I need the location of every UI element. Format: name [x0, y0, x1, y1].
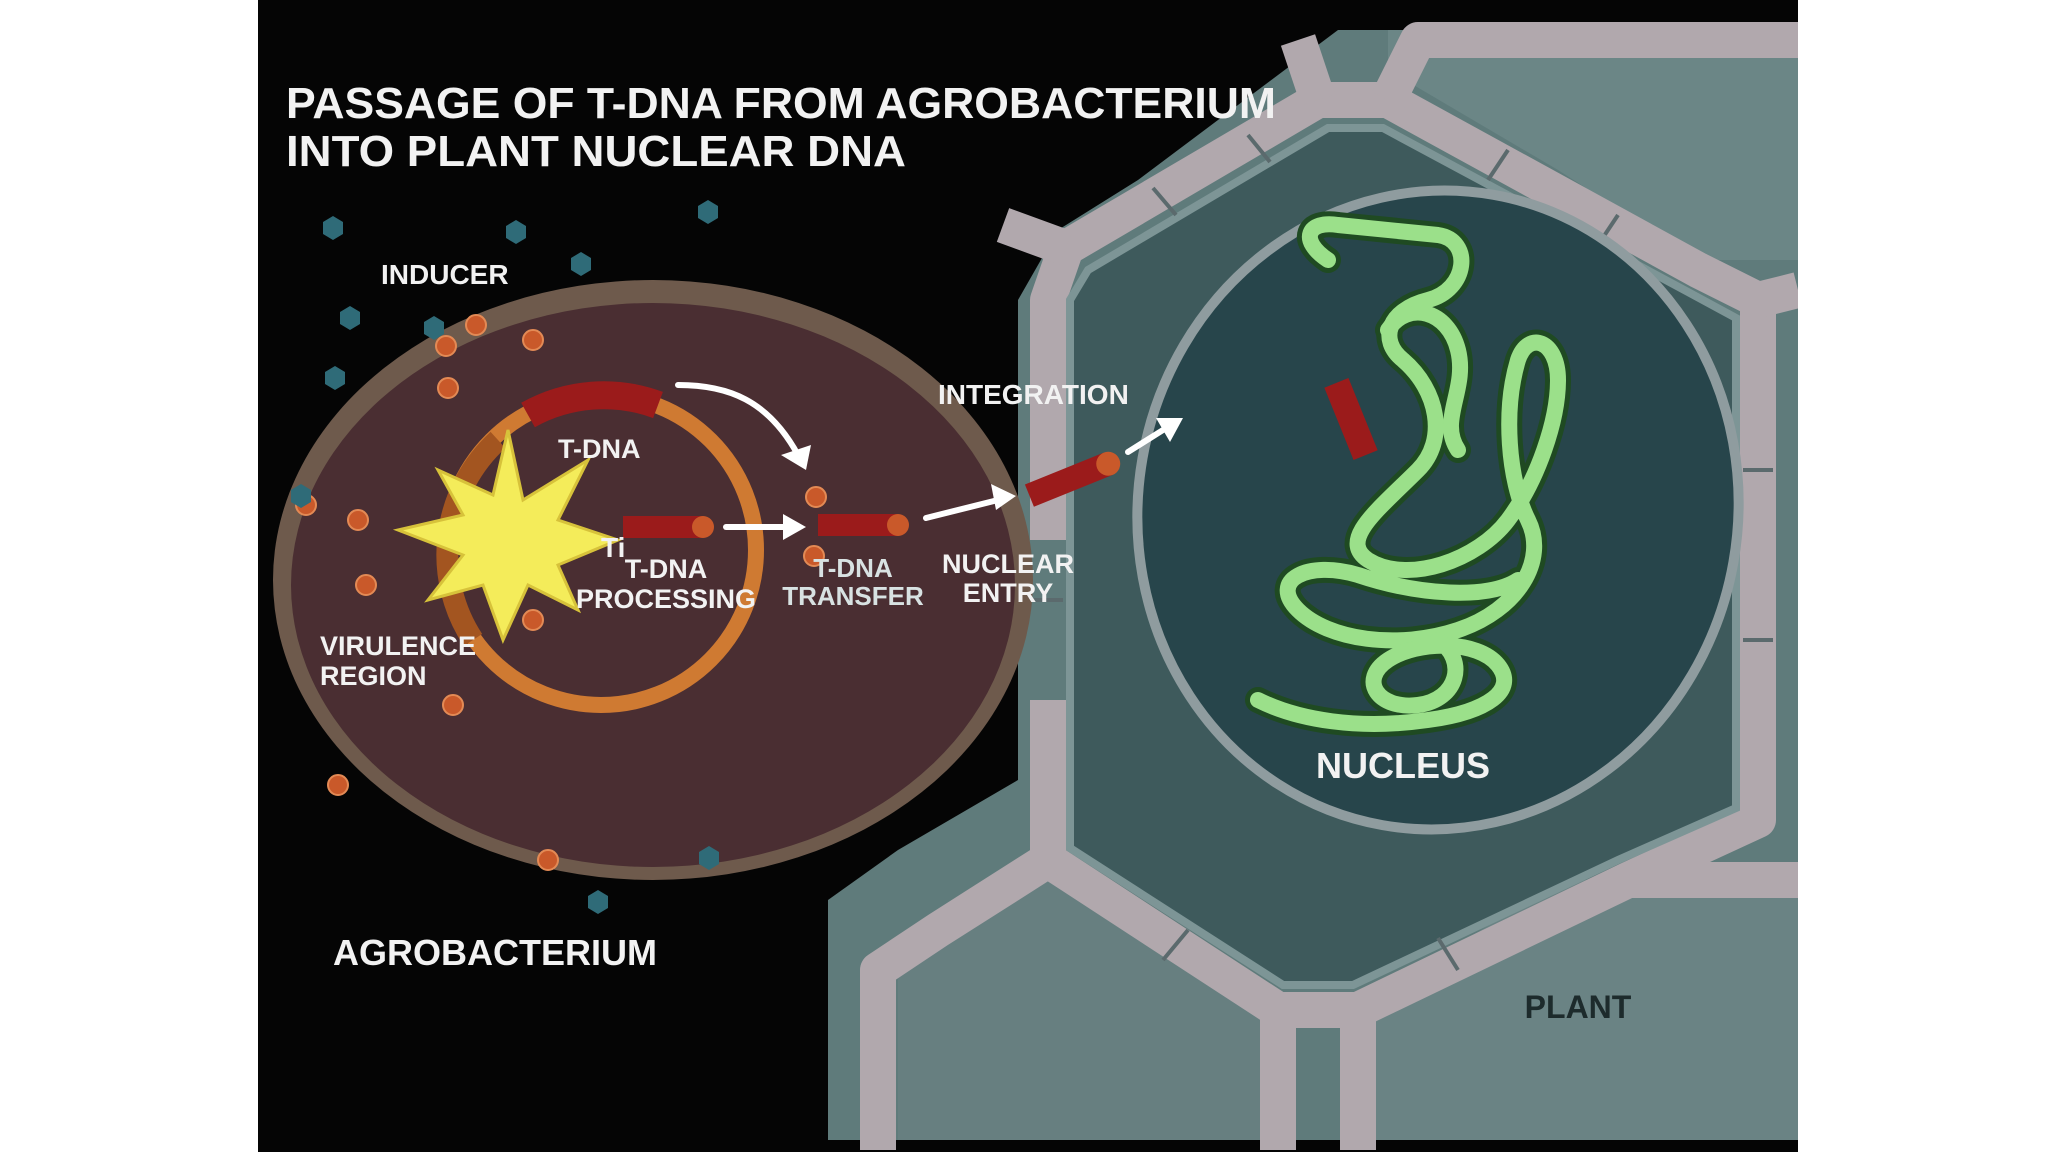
processing-label-line-2: PROCESSING — [576, 584, 756, 614]
plant-label: PLANT — [1525, 989, 1632, 1025]
tdna-transfer-diagram: PASSAGE OF T-DNA FROM AGROBACTERIUM INTO… — [273, 22, 1798, 1150]
lower-left-wall — [860, 844, 1058, 1150]
upper-wall-2 — [1371, 22, 1798, 109]
virulence-burst — [392, 429, 623, 644]
cell-walls — [860, 22, 1798, 1150]
upper-right-cell — [1388, 30, 1798, 260]
nucleus-envelope — [1132, 185, 1744, 835]
left-upper-wall — [996, 208, 1073, 265]
processed-tdna — [623, 516, 714, 538]
nuclear-entry-label-line-2: ENTRY — [963, 578, 1054, 608]
lower-left-cell — [898, 860, 1278, 1140]
integration-label: INTEGRATION — [938, 379, 1129, 410]
central-cell-wall — [1030, 82, 1776, 1028]
plant-tissue — [828, 22, 1798, 1150]
transfer-label-line-2: TRANSFER — [782, 581, 924, 611]
process-arrows — [675, 382, 1166, 530]
entering-tdna — [1024, 451, 1121, 507]
nuclear-entry-label-line-1: NUCLEAR — [942, 549, 1074, 579]
upper-wall — [1280, 34, 1336, 106]
arrow-heads — [781, 418, 1183, 540]
arrow-integration — [1125, 427, 1166, 455]
nucleus-label: NUCLEUS — [1316, 745, 1490, 786]
title-line-1: PASSAGE OF T-DNA FROM AGROBACTERIUM — [286, 79, 1276, 128]
arrow-nuclear-entry — [923, 497, 1001, 521]
inducer-label: INDUCER — [381, 259, 509, 290]
inducer-molecules — [291, 200, 719, 914]
agrobacterium-label: AGROBACTERIUM — [333, 932, 657, 973]
agrobacterium-cell — [273, 280, 1033, 880]
transfer-label-line-1: T-DNA — [813, 553, 893, 583]
transferring-tdna — [818, 514, 909, 536]
virulence-label-line-2: REGION — [320, 661, 427, 691]
title-line-2: INTO PLANT NUCLEAR DNA — [286, 127, 906, 176]
integrated-tdna — [1324, 377, 1378, 461]
right-upper-wall — [1753, 272, 1798, 318]
plasma-membrane — [1066, 124, 1740, 989]
wall-segment-marks — [1033, 133, 1773, 972]
plasmid-tdna-segment — [521, 381, 663, 428]
bacterium-cytoplasm — [291, 303, 1015, 867]
arrow-processing — [675, 382, 801, 458]
ti-label: Ti — [601, 532, 625, 563]
plasmid-tdna-label: T-DNA — [558, 434, 641, 464]
vir-protein-dots — [295, 314, 827, 871]
diagram-slide: PASSAGE OF T-DNA FROM AGROBACTERIUM INTO… — [258, 0, 1798, 1152]
virulence-label-line-1: VIRULENCE — [320, 631, 476, 661]
processing-label-line-1: T-DNA — [625, 554, 708, 584]
chromatin — [1245, 211, 1571, 737]
